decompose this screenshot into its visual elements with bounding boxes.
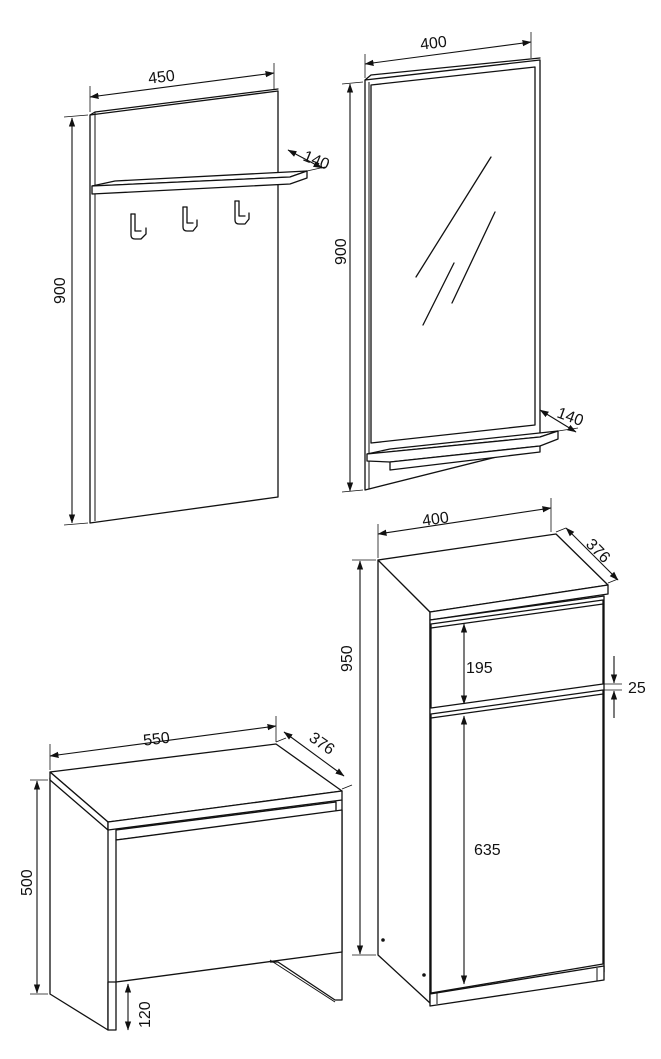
mirror-reflection-lines — [415, 156, 496, 326]
mirror-height-label: 900 — [333, 238, 350, 265]
cabinet-drawer-height-label: 195 — [466, 660, 493, 677]
coat-rack-width-line — [89, 70, 275, 100]
bench-width-label: 550 — [142, 730, 171, 750]
coat-rack-shelf-depth-line — [287, 149, 323, 169]
coat-rack-height-label: 900 — [52, 277, 69, 304]
coat-rack-panel — [89, 88, 279, 524]
cabinet-width-label: 400 — [421, 509, 450, 530]
mirror-unit: 400 900 140 — [333, 32, 586, 493]
mirror-panel — [364, 57, 541, 491]
coat-hook — [130, 213, 147, 240]
bench-depth-line — [283, 731, 345, 777]
cabinet-door-height-label: 635 — [474, 842, 501, 859]
bench-width-line — [49, 724, 277, 758]
coat-rack: 450 900 140 — [52, 63, 332, 526]
cabinet-gap-label: 25 — [628, 680, 646, 697]
cabinet-height-label: 950 — [339, 645, 356, 672]
bench-body — [49, 743, 343, 1031]
mirror-shelf-depth-label: 140 — [555, 405, 586, 430]
bench-height-label: 500 — [19, 869, 36, 896]
cabinet-width-line — [377, 506, 552, 536]
cabinet-depth-label: 376 — [582, 536, 613, 567]
mirror-shelf-depth-line — [539, 409, 577, 433]
bench-depth-label: 376 — [306, 729, 338, 758]
tall-cabinet: 400 376 950 195 25 635 — [339, 498, 646, 1007]
mirror-shelf — [366, 430, 559, 471]
mirror-width-line — [364, 40, 532, 66]
coat-rack-shelf — [91, 170, 308, 195]
cabinet-door — [430, 689, 604, 994]
cabinet-depth-line — [565, 527, 619, 581]
coat-hook — [234, 200, 250, 225]
shoe-bench: 550 376 500 120 — [19, 716, 353, 1031]
coat-rack-width-label: 450 — [147, 68, 176, 88]
mirror-width-label: 400 — [419, 34, 448, 54]
bench-leg-height-label: 120 — [137, 1001, 154, 1028]
coat-rack-shelf-depth-label: 140 — [301, 148, 332, 174]
coat-hook — [182, 206, 198, 232]
